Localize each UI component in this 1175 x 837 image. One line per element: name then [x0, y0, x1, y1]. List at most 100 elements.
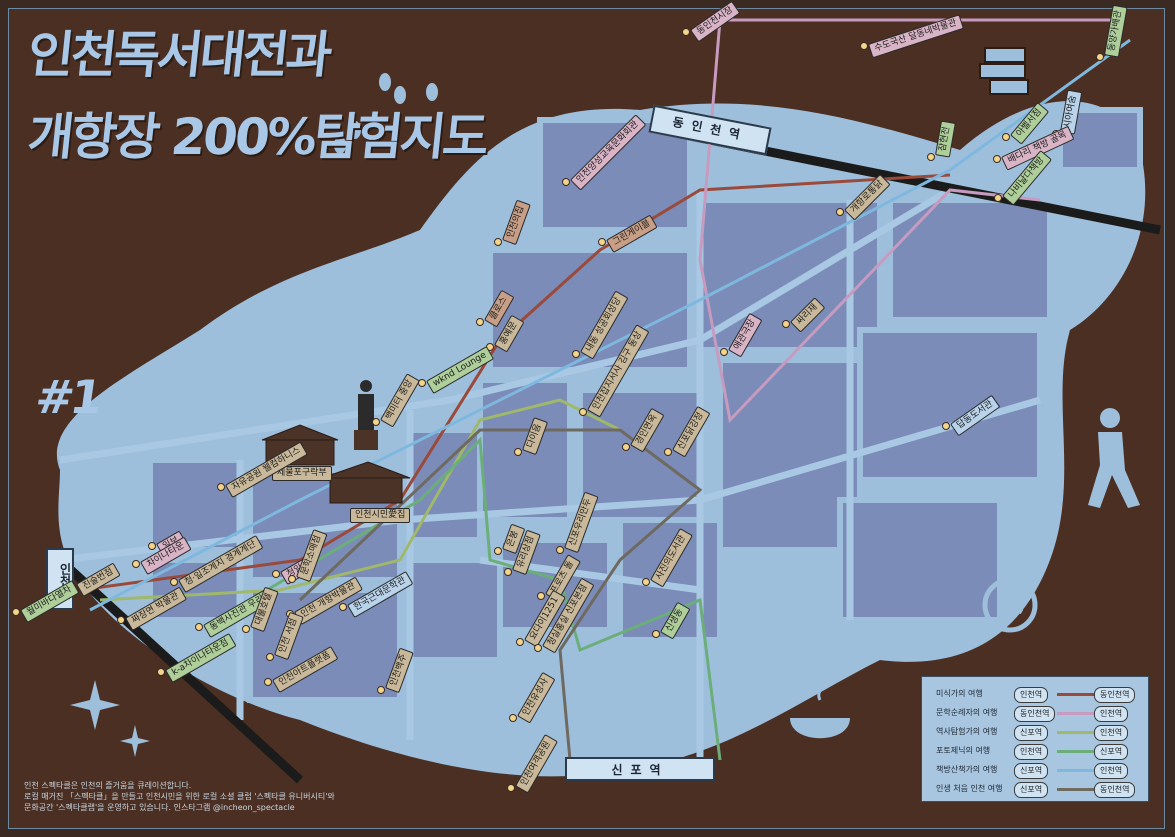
legend-to: 동인천역: [1094, 782, 1136, 798]
place-marker: [836, 208, 844, 216]
place-marker: [266, 653, 274, 661]
place-marker: [1096, 53, 1104, 61]
legend-to: 인천역: [1094, 706, 1129, 722]
legend-route-name: 문학순례자의 여행: [936, 708, 998, 717]
place-marker: [579, 408, 587, 416]
legend-from: 신포역: [1014, 763, 1049, 779]
place-marker: [860, 42, 868, 50]
place-marker: [572, 350, 580, 358]
place-marker: [507, 784, 515, 792]
legend-to: 인천역: [1094, 763, 1129, 779]
footer-line: 문화공간 '스펙타클랩'을 운영하고 있습니다. 인스타그램 @incheon_…: [24, 803, 295, 812]
place-marker: [1002, 133, 1010, 141]
legend-line: [1057, 731, 1095, 734]
legend-to: 신포역: [1094, 744, 1129, 760]
place-marker: [504, 568, 512, 576]
legend-to: 동인천역: [1094, 687, 1136, 703]
place-marker: [509, 714, 517, 722]
place-marker: [622, 443, 630, 451]
title-line-2: 개항장 200%탐험지도: [24, 108, 489, 166]
place-marker: [132, 560, 140, 568]
place-marker: [288, 575, 296, 583]
place-marker: [157, 668, 165, 676]
legend-from: 동인천역: [1014, 706, 1056, 722]
legend-row: 인생 처음 인천 여행 신포역 동인천역: [932, 780, 1142, 798]
walker-icon: [1088, 408, 1140, 508]
place-marker: [476, 318, 484, 326]
route-history: [99, 398, 621, 602]
place-marker: [494, 238, 502, 246]
legend-row: 포토제닉의 여행 인천역 신포역: [932, 742, 1142, 760]
road: [59, 186, 952, 464]
books-icon: [979, 47, 1029, 95]
legend-line: [1057, 788, 1095, 791]
place-marker: [927, 153, 935, 161]
city-block: [887, 197, 1053, 323]
place-marker: [170, 578, 178, 586]
building-label-jemul[interactable]: 제물포구락부: [272, 466, 332, 481]
place-marker: [377, 686, 385, 694]
city-block: [837, 497, 1003, 623]
place-marker: [994, 194, 1002, 202]
place-marker: [372, 418, 380, 426]
place-marker: [562, 178, 570, 186]
place-marker: [217, 483, 225, 491]
place-marker: [494, 547, 502, 555]
route-bookshop: [89, 38, 1131, 612]
city-block: [717, 357, 863, 553]
place-marker: [642, 578, 650, 586]
building-label-citizens[interactable]: 인천시민愛집: [350, 508, 411, 523]
legend-route-name: 역사탐험가의 여행: [936, 727, 998, 736]
place-marker: [664, 448, 672, 456]
place-marker: [12, 608, 20, 616]
legend-row: 책방산책가의 여행 신포역 인천역: [932, 761, 1142, 779]
legend-route-name: 인생 처음 인천 여행: [936, 784, 1003, 793]
bowl-icon: [790, 677, 850, 739]
legend-line: [1057, 750, 1095, 753]
legend-route-name: 미식가의 여행: [936, 689, 983, 698]
place-marker: [195, 623, 203, 631]
place-marker: [720, 348, 728, 356]
legend-from: 신포역: [1014, 725, 1049, 741]
city-block: [407, 557, 503, 663]
city-block: [857, 327, 1043, 483]
legend-row: 미식가의 여행 인천역 동인천역: [932, 685, 1142, 703]
station-incheon[interactable]: 인천역: [46, 548, 74, 610]
city-block: [1057, 107, 1143, 173]
legend-from: 신포역: [1014, 782, 1049, 798]
place-marker: [514, 448, 522, 456]
legend-route-name: 책방산책가의 여행: [936, 765, 998, 774]
footer-line: 인천 스펙타클은 인천의 즐거움을 큐레이션합니다.: [24, 781, 192, 790]
statue-icon: [354, 380, 378, 450]
legend-row: 문학순례자의 여행 동인천역 인천역: [932, 704, 1142, 722]
legend-line: [1057, 693, 1095, 696]
legend-to: 인천역: [1094, 725, 1129, 741]
place-marker: [682, 28, 690, 36]
citizens-house-icon: [321, 461, 411, 504]
place-marker: [534, 644, 542, 652]
place-marker: [264, 678, 272, 686]
road: [59, 396, 1041, 564]
legend-route-name: 포토제닉의 여행: [936, 746, 991, 755]
footprints-icon: [334, 73, 438, 154]
city-block: [147, 457, 243, 553]
route-first: [298, 428, 703, 761]
legend-from: 인천역: [1014, 687, 1049, 703]
place-marker: [782, 320, 790, 328]
issue-number: #1: [32, 370, 103, 424]
place-marker: [598, 238, 606, 246]
station-sinpo[interactable]: 신포역: [565, 757, 715, 781]
footer-text: 인천 스펙타클은 인천의 즐거움을 큐레이션합니다. 로컬 매거진 「스펙타클」…: [24, 780, 335, 813]
legend-line: [1057, 769, 1095, 772]
place-marker: [556, 546, 564, 554]
place-marker: [537, 592, 545, 600]
place-marker: [117, 616, 125, 624]
place-marker: [652, 630, 660, 638]
legend-line: [1057, 712, 1095, 715]
place-marker: [339, 603, 347, 611]
legend-from: 인천역: [1014, 744, 1049, 760]
clock-icon: [982, 577, 1038, 633]
title-line-1: 인천독서대전과: [24, 26, 333, 84]
legend-row: 역사탐험가의 여행 신포역 인천역: [932, 723, 1142, 741]
